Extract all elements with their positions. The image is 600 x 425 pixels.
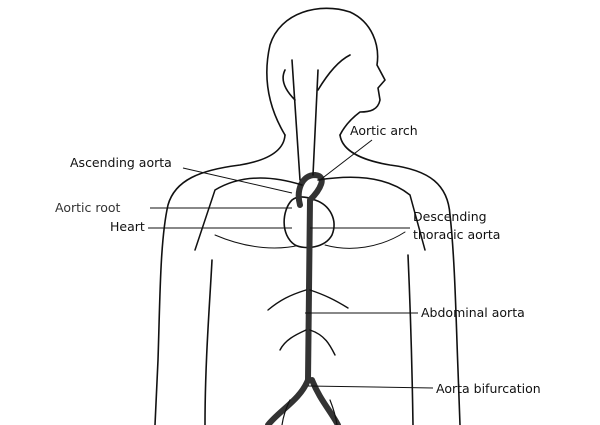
carotid-arteries	[282, 54, 351, 181]
leader-lines	[148, 139, 434, 389]
leg-arteries	[281, 399, 338, 425]
leader-aortic-arch	[319, 139, 373, 181]
left-body-outline	[154, 134, 286, 425]
left-arm-inner	[204, 259, 213, 425]
chest-contour	[214, 231, 406, 249]
subclavian-arteries	[194, 176, 426, 251]
label-abdominal-aorta: Abdominal aorta	[421, 305, 525, 320]
leader-ascending-aorta	[182, 167, 293, 194]
label-aortic-arch: Aortic arch	[350, 123, 418, 138]
right-body-outline	[339, 134, 461, 425]
head-outline	[266, 7, 386, 136]
leader-aorta-bifurcation	[307, 385, 434, 389]
label-descending: Descending	[413, 209, 487, 224]
label-thoracic-aorta: thoracic aorta	[413, 227, 501, 242]
label-ascending-aorta: Ascending aorta	[70, 155, 172, 170]
label-aortic-root: Aortic root	[55, 200, 121, 215]
label-aorta-bifurcation: Aorta bifurcation	[436, 381, 541, 396]
label-heart: Heart	[110, 219, 145, 234]
right-arm-inner	[407, 254, 414, 425]
abdominal-branches	[267, 289, 349, 356]
